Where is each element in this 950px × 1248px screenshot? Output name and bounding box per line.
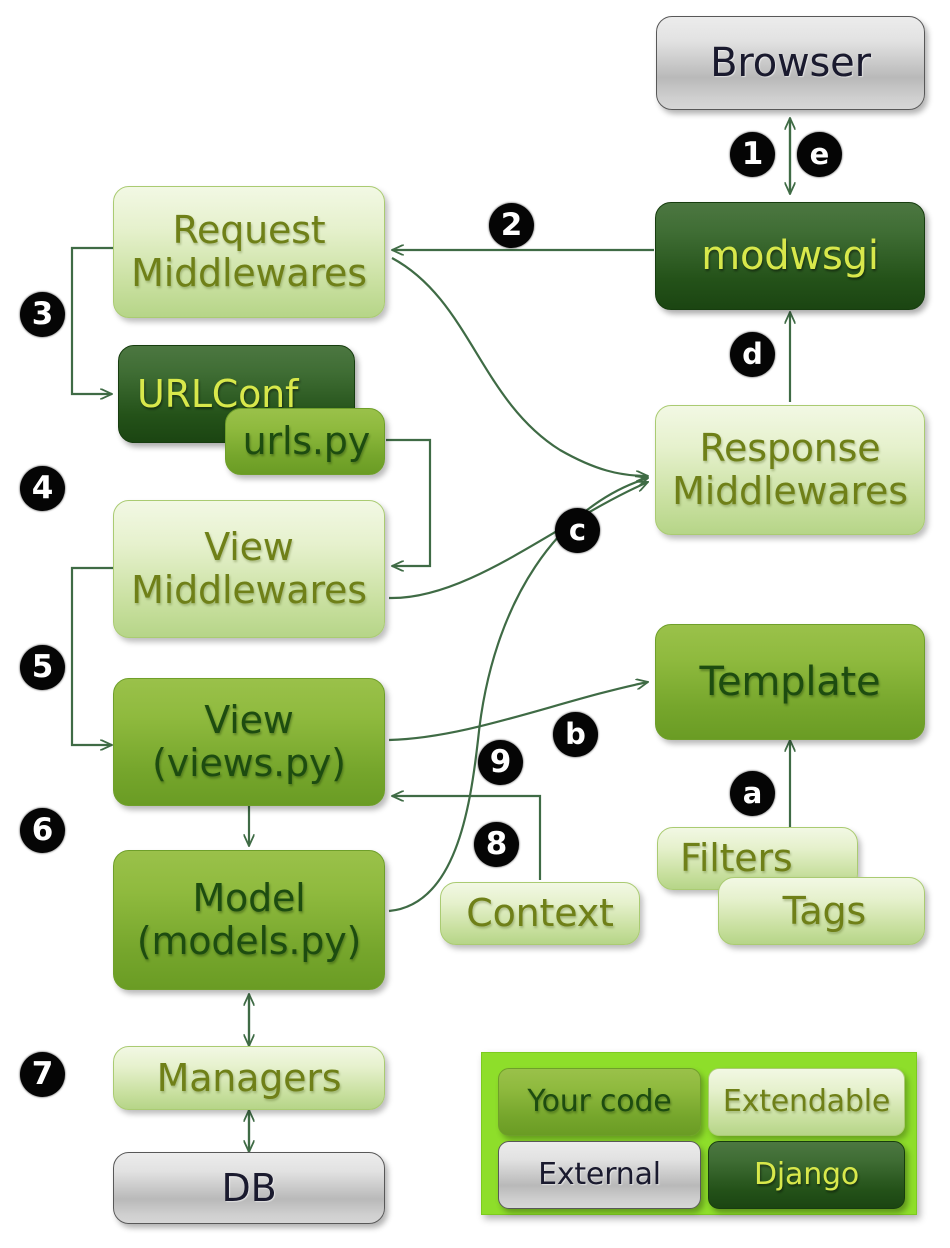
marker-step-1: 1 (730, 132, 775, 177)
node-tags[interactable]: Tags (718, 877, 925, 945)
marker-step-8: 8 (474, 822, 519, 867)
marker-step-5: 5 (20, 645, 65, 690)
wire-view-template (388, 682, 648, 742)
marker-step-4: 4 (20, 466, 65, 511)
node-view-middlewares[interactable]: View Middlewares (113, 500, 385, 638)
node-model[interactable]: Model (models.py) (113, 850, 385, 990)
legend-django: Django (708, 1141, 905, 1209)
wire-urlspy-view-mw (386, 438, 432, 566)
wire-request-mw-response-mw (391, 257, 648, 476)
legend-extendable: Extendable (708, 1068, 905, 1136)
marker-step-d: d (730, 332, 775, 377)
node-modwsgi[interactable]: modwsgi (655, 202, 925, 310)
node-context[interactable]: Context (440, 882, 640, 945)
wire-view-mw-response-mw (388, 482, 648, 600)
marker-step-2: 2 (489, 203, 534, 248)
node-response-middlewares[interactable]: Response Middlewares (655, 405, 925, 535)
node-view[interactable]: View (views.py) (113, 678, 385, 806)
marker-step-b: b (553, 712, 598, 757)
legend-external: External (498, 1141, 701, 1209)
wire-request-mw-urlconf (70, 246, 113, 394)
marker-step-6: 6 (20, 808, 65, 853)
node-managers[interactable]: Managers (113, 1046, 385, 1110)
node-browser[interactable]: Browser (656, 16, 925, 110)
marker-step-e: e (797, 132, 842, 177)
node-db[interactable]: DB (113, 1152, 385, 1224)
legend-your-code: Your code (498, 1068, 701, 1136)
node-request-middlewares[interactable]: Request Middlewares (113, 186, 385, 318)
marker-step-9: 9 (478, 740, 523, 785)
wire-view-mw-view (70, 566, 113, 745)
marker-step-3: 3 (20, 292, 65, 337)
legend-panel: Your code Extendable External Django (481, 1052, 917, 1215)
node-template[interactable]: Template (655, 624, 925, 740)
node-urls-py[interactable]: urls.py (225, 408, 385, 475)
marker-step-7: 7 (20, 1052, 65, 1097)
marker-step-a: a (730, 771, 775, 816)
marker-step-c: c (555, 508, 600, 553)
